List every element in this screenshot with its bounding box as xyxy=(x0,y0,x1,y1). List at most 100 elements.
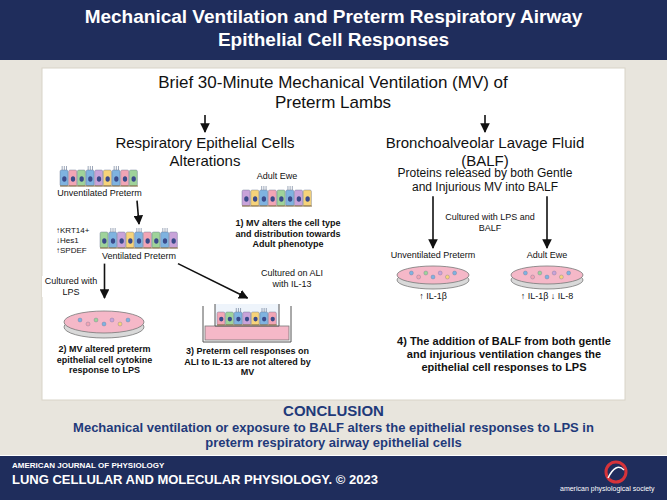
cilium xyxy=(262,308,263,312)
edge-label: Cultured on ALI with IL-13 xyxy=(252,268,332,289)
cell-dot xyxy=(409,271,413,275)
epithelium-figure xyxy=(60,166,138,186)
epithelial-cell xyxy=(129,170,137,186)
dish-medium xyxy=(397,266,469,284)
cell-dot xyxy=(417,275,421,279)
node-text: Proteins released by both Gentle and Inj… xyxy=(395,166,575,194)
basement-membrane xyxy=(60,185,138,186)
basement-membrane xyxy=(100,247,178,248)
epithelial-cell xyxy=(251,190,259,206)
nucleus xyxy=(270,196,274,202)
node-text: Respiratory Epithelial Cells Alterations xyxy=(95,134,315,169)
nucleus xyxy=(111,238,115,244)
cilium xyxy=(287,186,288,190)
nucleus xyxy=(172,238,176,244)
epithelial-cell xyxy=(226,312,234,325)
epithelial-cell xyxy=(268,190,276,206)
epithelial-cell xyxy=(260,312,268,325)
nucleus xyxy=(228,317,232,322)
nucleus xyxy=(137,238,141,244)
cilium xyxy=(263,186,264,190)
epithelial-cell xyxy=(77,170,85,186)
cell-dot xyxy=(78,318,82,322)
node-text: Adult Ewe xyxy=(232,171,322,182)
epithelial-cell xyxy=(126,232,134,248)
result-text: ↑ IL-1β xyxy=(383,291,483,302)
epithelial-cell xyxy=(112,170,120,186)
cell-dot xyxy=(523,271,527,275)
nucleus xyxy=(288,196,292,202)
diagram-title: Mechanical Ventilation and Preterm Respi… xyxy=(40,6,627,52)
cilium xyxy=(167,228,168,232)
cilium xyxy=(62,166,63,170)
culture-dish xyxy=(64,311,144,338)
epithelial-cell xyxy=(242,190,250,206)
finding-dish: 2) MV altered preterm epithelial cell cy… xyxy=(42,300,167,376)
cilium xyxy=(118,166,119,170)
cell-dot xyxy=(86,322,90,326)
epithelial-cell xyxy=(103,170,111,186)
nucleus xyxy=(102,238,106,244)
cell-dot xyxy=(531,275,535,279)
nucleus xyxy=(62,176,66,182)
epithelial-cell xyxy=(234,312,242,325)
nucleus xyxy=(132,176,136,182)
journal-name: AMERICAN JOURNAL OF PHYSIOLOGY xyxy=(12,461,312,470)
epithelial-cell xyxy=(100,232,108,248)
epithelial-cell xyxy=(277,190,285,206)
basement-membrane xyxy=(242,205,312,206)
flow-arrow xyxy=(204,115,206,132)
insert-wall xyxy=(215,304,279,326)
nucleus xyxy=(88,176,92,182)
node-text: 2) MV altered preterm epithelial cell cy… xyxy=(42,344,167,376)
node-text: 4) The addition of BALF from both gentle… xyxy=(393,335,615,374)
nucleus xyxy=(128,238,132,244)
cell-dot xyxy=(126,318,130,322)
cell-dot xyxy=(424,271,428,275)
epithelial-cell xyxy=(286,190,294,206)
cell-dot xyxy=(118,322,122,326)
culture-dish xyxy=(397,266,469,289)
society-logo-text: american physiological society xyxy=(560,485,660,493)
epithelial-cell xyxy=(295,190,303,206)
basement-membrane xyxy=(217,324,277,325)
epithelial-cell xyxy=(152,232,160,248)
culture-dish xyxy=(511,266,583,289)
cilium xyxy=(110,228,111,232)
nucleus xyxy=(236,317,240,322)
logo-swirl xyxy=(608,467,624,478)
cilium xyxy=(115,228,116,232)
cilium xyxy=(264,308,265,312)
cilium xyxy=(64,166,65,170)
nucleus xyxy=(262,317,266,322)
section-heading: Respiratory Epithelial Cells Alterations xyxy=(95,134,315,169)
nucleus xyxy=(97,176,101,182)
cell-dot xyxy=(445,275,449,279)
epithelial-cell xyxy=(243,312,251,325)
nucleus xyxy=(271,317,275,322)
node-text: Bronchoalveolar Lavage Fluid (BALF) xyxy=(365,134,605,169)
nucleus xyxy=(71,176,75,182)
nucleus xyxy=(154,238,158,244)
flow-arrow xyxy=(484,115,486,132)
flow-arrow xyxy=(432,196,434,248)
arrow-note: Cultured with LPS and BALF xyxy=(445,212,535,233)
nucleus xyxy=(253,196,257,202)
cilium xyxy=(88,166,89,170)
cell-dot xyxy=(567,271,571,275)
cilium xyxy=(266,308,267,312)
edge-label: Cultured with LPS xyxy=(42,276,100,297)
node-text: Brief 30-Minute Mechanical Ventilation (… xyxy=(133,73,533,113)
node-text: Unventilated Preterm xyxy=(52,188,147,199)
epithelial-cell xyxy=(121,170,129,186)
nucleus xyxy=(80,176,84,182)
nucleus xyxy=(123,176,127,182)
nucleus xyxy=(253,317,257,322)
cilium xyxy=(116,166,117,170)
cell-dot xyxy=(538,271,542,275)
dish-medium xyxy=(64,311,144,333)
well-wall xyxy=(203,306,291,342)
cilium xyxy=(113,228,114,232)
epithelial-cell xyxy=(260,190,268,206)
epithelial-cell xyxy=(161,232,169,248)
